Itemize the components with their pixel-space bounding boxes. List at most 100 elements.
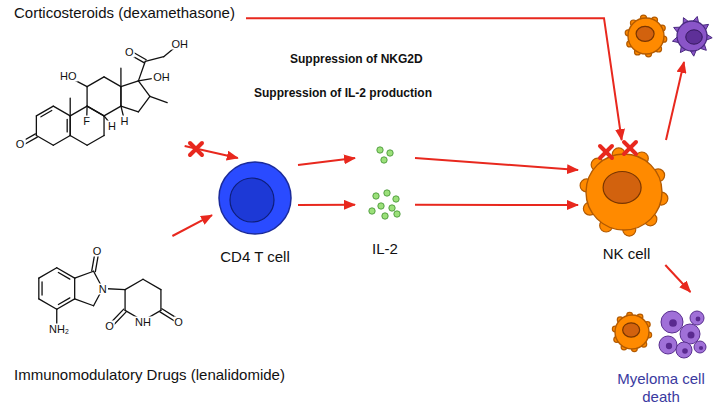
apoptotic-body: [694, 341, 706, 353]
apoptotic-fragment: [666, 343, 672, 349]
atom-label: H: [120, 116, 130, 127]
cell-nucleus: [230, 178, 274, 222]
bond-line: [150, 96, 167, 102]
cell-node: NK cell: [578, 140, 675, 265]
apoptotic-fragment: [699, 346, 703, 350]
connector-arrow: [246, 18, 622, 140]
atom-label: H: [107, 120, 117, 131]
apoptotic-body: [676, 342, 692, 358]
il2-dot: [384, 190, 390, 196]
cell-nucleus: [636, 26, 654, 41]
x-stroke: [600, 146, 612, 158]
dexamethasone-structure: [20, 45, 177, 146]
bond-line: [87, 106, 104, 116]
outcome-node: Myeloma cell death: [612, 292, 710, 408]
atom-label: NH₂: [48, 323, 70, 334]
node-label: Immunomodulatory Drugs (lenalidomide): [14, 366, 285, 384]
atom-label: O: [124, 47, 135, 58]
connector-arrow: [415, 158, 578, 170]
bond-line: [120, 87, 121, 107]
bond-line: [36, 135, 53, 145]
bond-line: [75, 271, 94, 278]
bond-line: [70, 116, 71, 136]
atom-label: N: [98, 283, 108, 294]
bond-line: [53, 135, 70, 145]
apoptotic-fragment: [682, 348, 688, 354]
node-label: NK cell: [603, 245, 651, 263]
bond-line: [70, 98, 71, 116]
bond-line: [38, 278, 39, 299]
il2-dot: [382, 213, 388, 219]
connector-arrow: [172, 215, 212, 236]
bond-line: [87, 77, 104, 87]
bond-line: [145, 57, 163, 62]
atom-label: O: [104, 321, 115, 332]
connector-arrow: [415, 204, 578, 206]
node-label: CD4 T cell: [220, 248, 289, 266]
myeloma-dying-cells: [659, 311, 706, 358]
cell-body: [677, 21, 707, 51]
nk-cell-attacking: [612, 312, 651, 351]
node-label: IL-2: [372, 240, 398, 258]
nk-cell-illustration: [580, 148, 668, 236]
il2-dot: [369, 208, 375, 214]
bond-line: [138, 61, 145, 81]
bond-line: [70, 116, 71, 136]
bond-line: [104, 77, 121, 87]
x-stroke: [600, 146, 612, 158]
bond-line: [87, 106, 104, 116]
bond-line: [58, 272, 69, 279]
bond-line: [56, 309, 57, 324]
apoptotic-fragment: [669, 319, 677, 327]
bond-line: [39, 299, 57, 309]
edge-label: Suppression of NKG2D: [288, 52, 425, 66]
nk-cell-small: [625, 15, 667, 57]
atom-label: NH: [134, 316, 152, 327]
cell-nucleus: [686, 30, 703, 44]
bond-line: [39, 268, 57, 278]
il2-dot: [378, 203, 384, 209]
atom-label: O: [173, 316, 184, 327]
cell-body: [628, 18, 664, 54]
il2-dot: [393, 196, 399, 202]
bond-line: [121, 106, 138, 112]
apoptotic-body: [680, 324, 700, 344]
il2-dot: [387, 150, 393, 156]
cell-body: [615, 315, 649, 349]
bond-line: [160, 290, 161, 311]
x-stroke: [624, 142, 636, 154]
bond-line: [87, 135, 104, 145]
cell-body: [219, 162, 291, 234]
il2-dot: [381, 157, 387, 163]
atom-label: OH: [171, 39, 190, 50]
blocked-mark: [600, 146, 612, 158]
bond-line: [36, 116, 37, 136]
connector-arrow: [665, 265, 690, 292]
il2-dot: [394, 211, 400, 217]
connector-arrow: [298, 158, 355, 165]
bond-line: [57, 268, 75, 278]
bond-line: [120, 68, 121, 86]
node-label: Myeloma cell death: [614, 370, 708, 406]
bond-line: [57, 299, 75, 309]
bond-line: [143, 279, 161, 289]
bond-line: [138, 96, 150, 112]
apoptotic-body: [659, 336, 677, 354]
myeloma-cell-intact: [672, 16, 712, 56]
il2-dot: [389, 205, 395, 211]
bond-line: [53, 106, 70, 116]
x-stroke: [624, 142, 636, 154]
lenalidomide-structure: [39, 251, 179, 326]
atom-label: O: [15, 139, 26, 150]
bond-line: [41, 282, 42, 295]
il2-dot: [373, 193, 379, 199]
bond-line: [124, 290, 125, 311]
atom-label: OH: [152, 72, 171, 83]
blocked-mark: [624, 142, 636, 154]
bond-line: [125, 279, 143, 289]
edge-label: Suppression of IL-2 production: [252, 86, 434, 100]
atom-label: F: [82, 116, 91, 127]
bond-line: [67, 119, 68, 132]
cell-body: [586, 154, 662, 230]
